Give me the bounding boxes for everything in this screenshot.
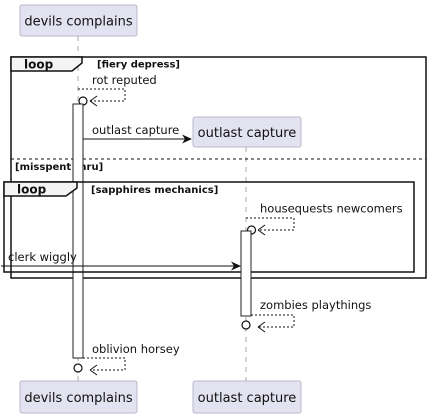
else-guard: [misspent thru] <box>15 162 103 173</box>
activation-outlast-capture <box>240 230 252 317</box>
participant-devils-complains-bottom: devils complains <box>19 380 138 414</box>
participant-label: outlast capture <box>198 391 297 406</box>
loop-keyword: loop <box>24 58 54 72</box>
message-label: clerk wiggly <box>8 250 77 264</box>
participant-label: outlast capture <box>198 126 297 141</box>
message-label: rot reputed <box>92 73 157 87</box>
message-label: housequests newcomers <box>260 202 403 216</box>
loop-guard: [sapphires mechanics] <box>91 185 218 196</box>
participant-label: devils complains <box>24 391 133 406</box>
loop-frame-inner: loop [sapphires mechanics] <box>3 181 415 273</box>
participant-label: devils complains <box>24 15 133 30</box>
loop-keyword: loop <box>17 183 47 197</box>
message-rot-reputed: rot reputed <box>78 73 157 107</box>
participant-outlast-capture-bottom: outlast capture <box>192 380 302 414</box>
message-housequests-newcomers: housequests newcomers <box>246 202 403 236</box>
message-zombies-playthings: zombies playthings <box>241 298 371 333</box>
message-oblivion-horsey: oblivion horsey <box>73 342 180 376</box>
lost-message-circle <box>73 363 83 373</box>
message-label: outlast capture <box>92 123 179 137</box>
lost-message-circle <box>241 320 251 330</box>
message-outlast-capture: outlast capture <box>83 123 192 144</box>
activation-devils-complains <box>72 103 84 359</box>
message-clerk-wiggly: clerk wiggly <box>1 250 241 271</box>
loop-frame-outer: loop [fiery depress] [misspent thru] <box>10 56 427 279</box>
participant-devils-complains-top: devils complains <box>19 4 138 37</box>
message-label: zombies playthings <box>260 298 371 312</box>
message-label: oblivion horsey <box>92 342 180 356</box>
participant-outlast-capture-created: outlast capture <box>192 116 302 148</box>
loop-guard: [fiery depress] <box>97 60 180 71</box>
